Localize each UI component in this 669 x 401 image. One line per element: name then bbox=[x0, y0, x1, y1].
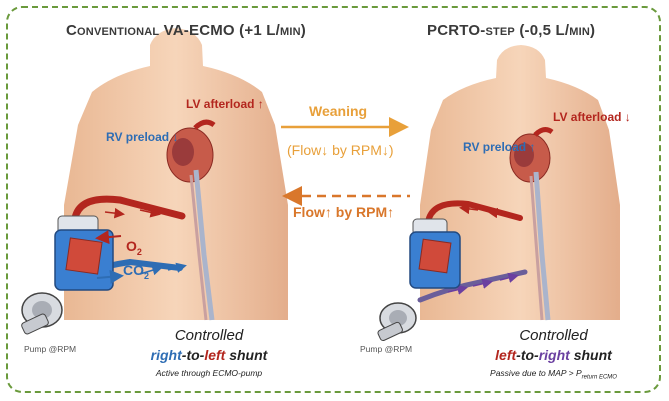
left-controlled-label: Controlled bbox=[174, 327, 244, 344]
left-pump-label: Pump @RPM bbox=[24, 344, 77, 354]
right-ecmo-circuit bbox=[377, 200, 528, 342]
left-note: Active through ECMO-pump bbox=[155, 368, 263, 378]
right-rv-preload-label: RV preload ↑ bbox=[463, 140, 536, 154]
right-torso bbox=[420, 45, 620, 320]
left-heart bbox=[166, 119, 216, 183]
weaning-sub-label: (Flow↓ by RPM↓) bbox=[287, 142, 394, 158]
right-heart bbox=[509, 127, 554, 183]
right-controlled-label: Controlled bbox=[519, 327, 588, 344]
right-note: Passive due to MAP > Preturn ECMO bbox=[490, 368, 617, 381]
left-ecmo-circuit bbox=[21, 195, 187, 335]
o2-label: O2 bbox=[126, 238, 142, 257]
left-shunt-label: right-to-left shunt bbox=[150, 347, 268, 363]
left-vessels bbox=[189, 169, 215, 321]
right-pump-label: Pump @RPM bbox=[360, 344, 413, 354]
co2-label: CO2 bbox=[123, 262, 150, 281]
right-panel-title: PCRTO-step (-0,5 L/min) bbox=[427, 22, 596, 39]
left-lv-afterload-label: LV afterload ↑ bbox=[186, 97, 264, 111]
left-rv-preload-label: RV preload ↓ bbox=[106, 130, 179, 144]
right-shunt-label: left-to-right shunt bbox=[495, 347, 612, 363]
left-panel-title: Conventional VA-ECMO (+1 L/min) bbox=[66, 22, 306, 39]
right-vessels bbox=[529, 171, 551, 321]
weaning-label: Weaning bbox=[309, 103, 368, 119]
reverse-flow-label: Flow↑ by RPM↑ bbox=[293, 204, 395, 220]
dashed-border-frame bbox=[6, 6, 661, 393]
right-lv-afterload-label: LV afterload ↓ bbox=[553, 110, 631, 124]
